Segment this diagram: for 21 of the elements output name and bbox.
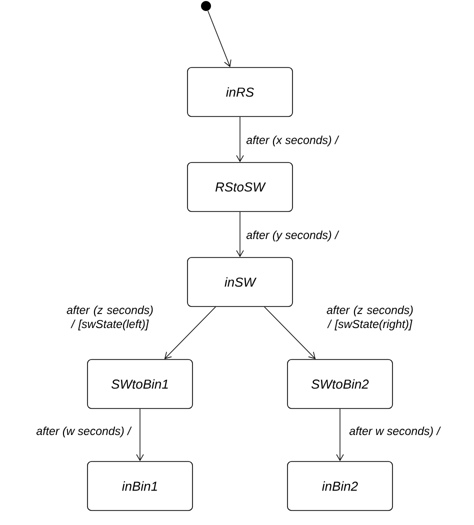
arrow — [164, 306, 216, 360]
arrow — [336, 408, 344, 462]
arrow — [136, 408, 144, 462]
state-box: SWtoBin1 — [87, 359, 193, 409]
edge-label: after (z seconds) / [swState(right)] — [326, 306, 413, 330]
state-box: inRS — [187, 67, 293, 117]
edge-label: after (x seconds) / — [246, 136, 340, 146]
state-box: inBin2 — [287, 461, 393, 511]
arrow — [264, 306, 316, 360]
arrow — [236, 212, 244, 258]
edge-label: after w seconds) / — [349, 426, 441, 438]
state-box: inSW — [187, 257, 293, 307]
arrow — [208, 10, 232, 68]
edge-label: after (w seconds) / — [36, 426, 132, 438]
edge-label: after (y seconds) / — [246, 230, 340, 242]
state-box: SWtoBin2 — [287, 359, 393, 409]
state-box: RStoSW — [187, 162, 293, 212]
state-box: inBin1 — [87, 461, 193, 511]
edge-label: after (z seconds) / [swState(left)] — [66, 306, 153, 330]
arrow — [236, 116, 244, 162]
initial-state-dot — [201, 1, 211, 11]
